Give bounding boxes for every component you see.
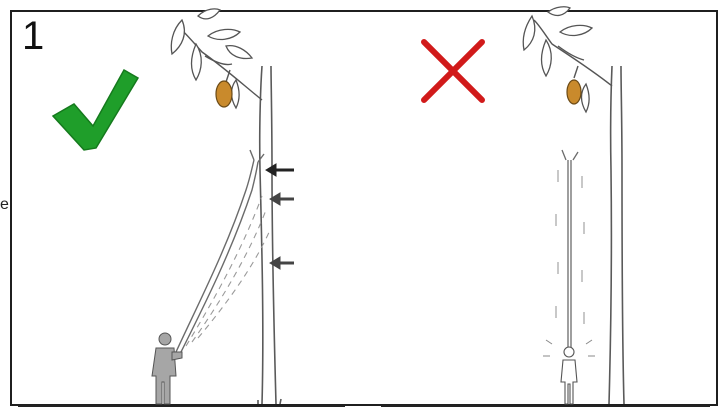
checkmark-icon (53, 70, 138, 150)
person-figure-left (152, 333, 182, 404)
arrow-icon-middle (270, 193, 294, 205)
harvest-pole-left (176, 150, 264, 354)
shake-marks-right (556, 170, 584, 324)
harvest-pole-right (562, 150, 578, 352)
tree-trunk-left (258, 66, 281, 404)
cacao-pod-right (567, 80, 581, 104)
person-figure-right (561, 347, 577, 404)
cacao-pod-left (216, 81, 232, 107)
arrow-icon-top (266, 164, 294, 176)
tree-trunk-right (609, 66, 624, 404)
pole-motion-lines (186, 196, 270, 346)
cross-icon (424, 42, 482, 100)
